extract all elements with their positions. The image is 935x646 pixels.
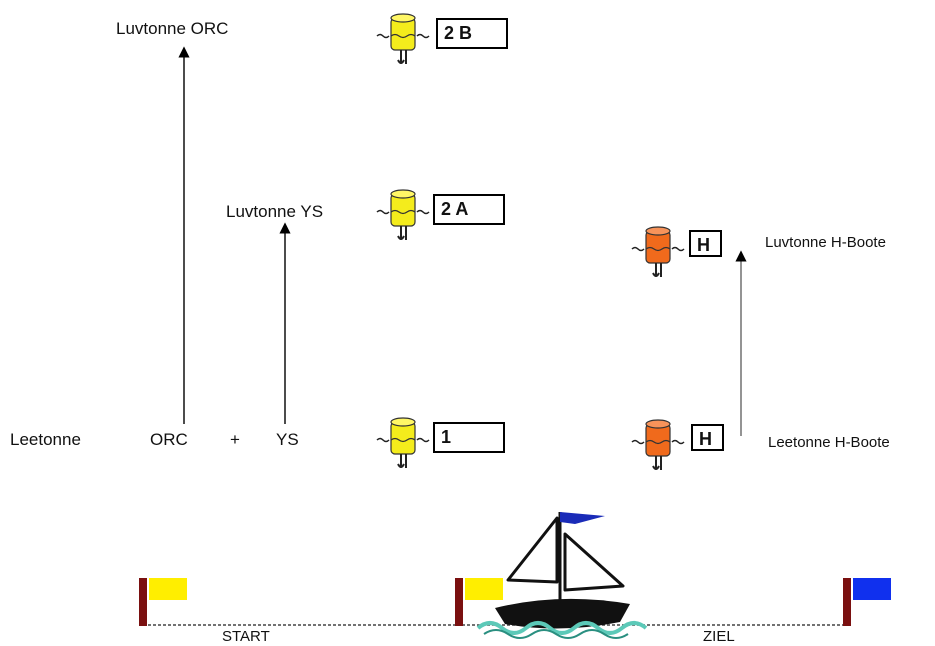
yellow-buoy-icon	[376, 417, 430, 469]
mark-2b-box: 2 B	[436, 18, 508, 49]
orc-label: ORC	[150, 430, 188, 449]
luvtonne-ys-label: Luvtonne YS	[226, 202, 324, 221]
orange-buoy-icon	[631, 226, 685, 278]
sailboat-icon	[476, 512, 648, 639]
mark-h-bottom-box: H	[691, 424, 724, 451]
flag-icon	[843, 578, 891, 626]
orange-buoy-icon	[631, 419, 685, 471]
yellow-buoy-icon	[376, 13, 430, 65]
leetonne-h-boote-label: Leetonne H-Boote	[768, 434, 890, 451]
mark-2a-box: 2 A	[433, 194, 505, 225]
mark-h-top-box: H	[689, 230, 722, 257]
plus-label: +	[230, 430, 240, 449]
leetonne-label: Leetonne	[10, 430, 81, 449]
flag-icon	[139, 578, 187, 626]
ys-label: YS	[276, 430, 299, 449]
luvtonne-h-boote-label: Luvtonne H-Boote	[765, 234, 886, 251]
start-label: START	[222, 628, 270, 645]
yellow-buoy-icon	[376, 189, 430, 241]
ziel-label: ZIEL	[703, 628, 735, 645]
mark-1-box: 1	[433, 422, 505, 453]
luvtonne-orc-label: Luvtonne ORC	[116, 19, 229, 38]
flag-icon	[455, 578, 503, 626]
